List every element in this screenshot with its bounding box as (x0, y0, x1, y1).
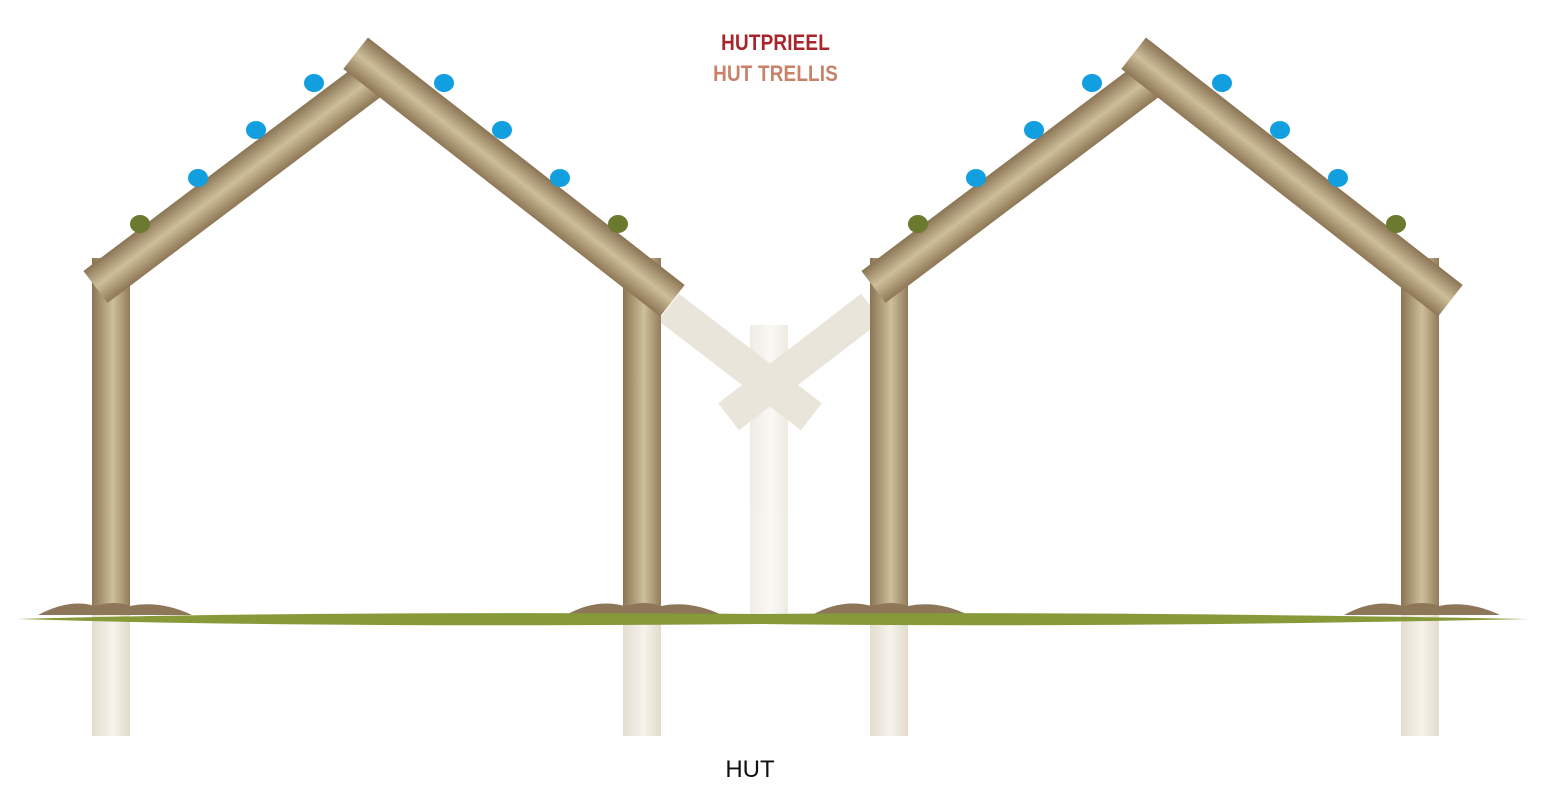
title-secondary: HUT TRELLIS (713, 61, 839, 86)
blue-dot-icon (1082, 74, 1102, 92)
post (92, 258, 130, 615)
underground-post (623, 615, 661, 736)
hut-frame-left (83, 37, 685, 615)
blue-dot-icon (966, 169, 986, 187)
green-dot-icon (130, 215, 150, 233)
blue-dot-icon (1024, 121, 1044, 139)
soil-mound (38, 603, 192, 615)
blue-dot-icon (492, 121, 512, 139)
underground-post (92, 615, 130, 736)
roof-beam-left (83, 47, 405, 303)
soil-mounds (38, 603, 1500, 615)
underground-posts (92, 615, 1439, 736)
soil-mound (1344, 603, 1500, 615)
blue-dot-icon (1328, 169, 1348, 187)
green-dot-icon (908, 215, 928, 233)
blue-dot-icon (304, 74, 324, 92)
roof-beam-right (343, 37, 685, 317)
hut-frame-right (861, 37, 1463, 615)
ghost-beam-right (718, 293, 882, 431)
blue-dot-icon (1212, 74, 1232, 92)
underground-post (1401, 615, 1439, 736)
blue-dot-icon (550, 169, 570, 187)
green-dot-icon (1386, 215, 1406, 233)
ghost-center-frame (658, 293, 882, 617)
post (1401, 258, 1439, 615)
blue-dot-icon (188, 169, 208, 187)
blue-dot-icon (1270, 121, 1290, 139)
post (623, 258, 661, 615)
roof-beam-right (1121, 37, 1463, 317)
ground-grass (18, 613, 1528, 626)
post (870, 258, 908, 615)
soil-mound (566, 603, 722, 615)
roof-beam-left (861, 47, 1183, 303)
soil-mound (812, 603, 968, 615)
blue-dot-icon (246, 121, 266, 139)
green-dot-icon (608, 215, 628, 233)
title-primary: HUTPRIEEL (721, 30, 830, 55)
underground-post (870, 615, 908, 736)
blue-dot-icon (434, 74, 454, 92)
diagram-caption: HUT (725, 756, 775, 783)
roof-markers (130, 74, 1406, 233)
